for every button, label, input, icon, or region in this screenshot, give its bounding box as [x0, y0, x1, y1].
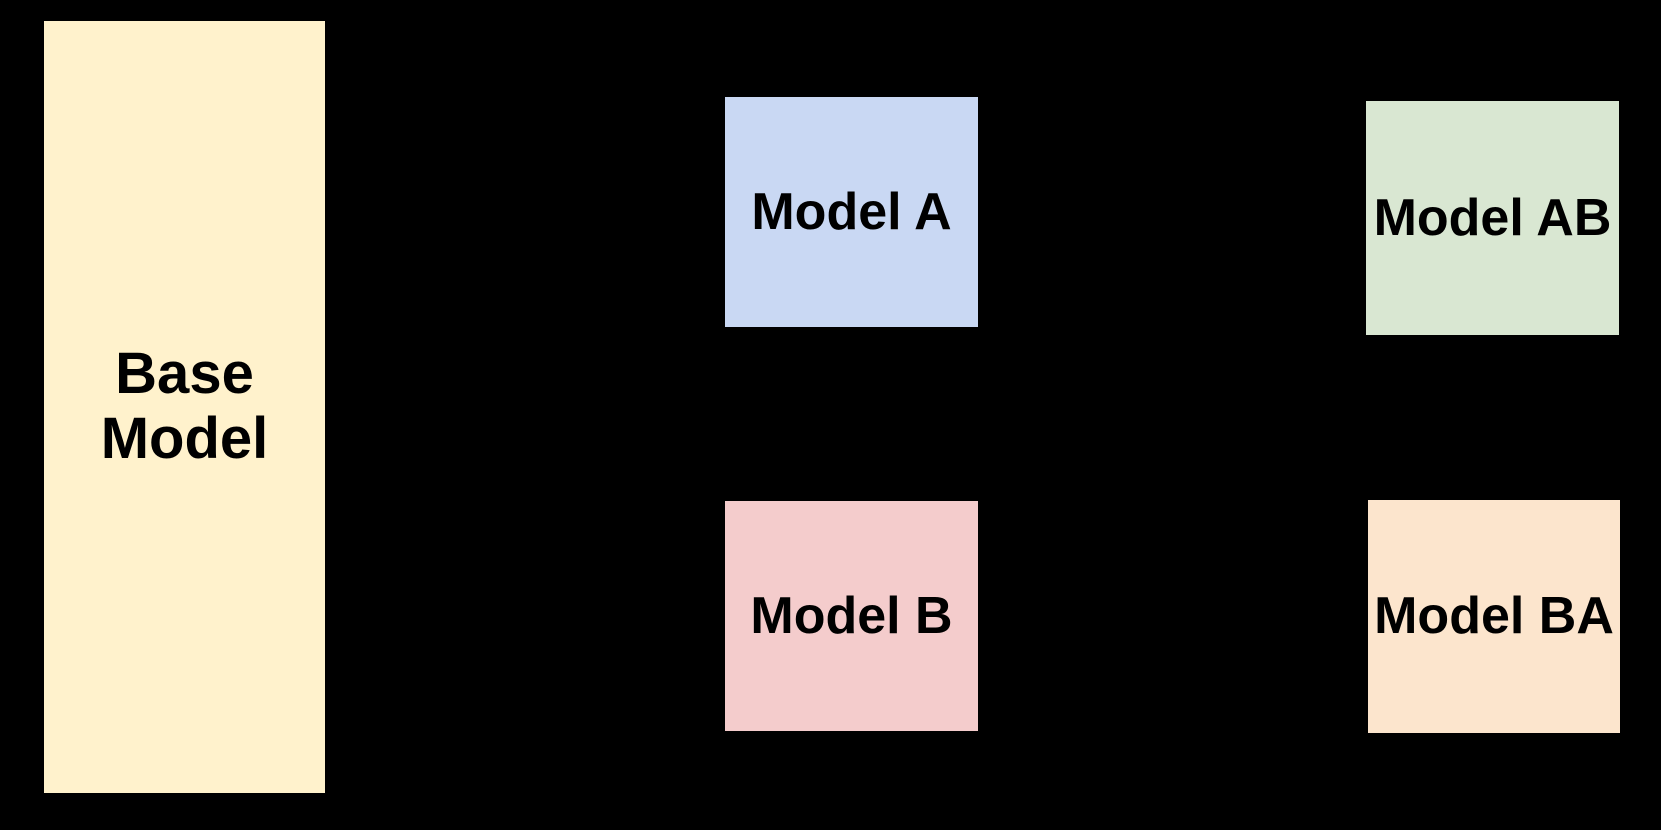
node-model-b-label: Model B	[750, 586, 953, 645]
node-base-model-label: Base Model	[100, 341, 269, 471]
node-model-ab: Model AB	[1364, 99, 1621, 337]
node-model-a: Model A	[723, 95, 980, 329]
node-model-ba: Model BA	[1366, 498, 1622, 735]
node-model-b: Model B	[723, 499, 980, 733]
node-base-model: Base Model	[42, 19, 327, 795]
node-model-ab-label: Model AB	[1373, 188, 1612, 247]
node-model-a-label: Model A	[751, 182, 952, 241]
node-model-ba-label: Model BA	[1374, 587, 1614, 646]
